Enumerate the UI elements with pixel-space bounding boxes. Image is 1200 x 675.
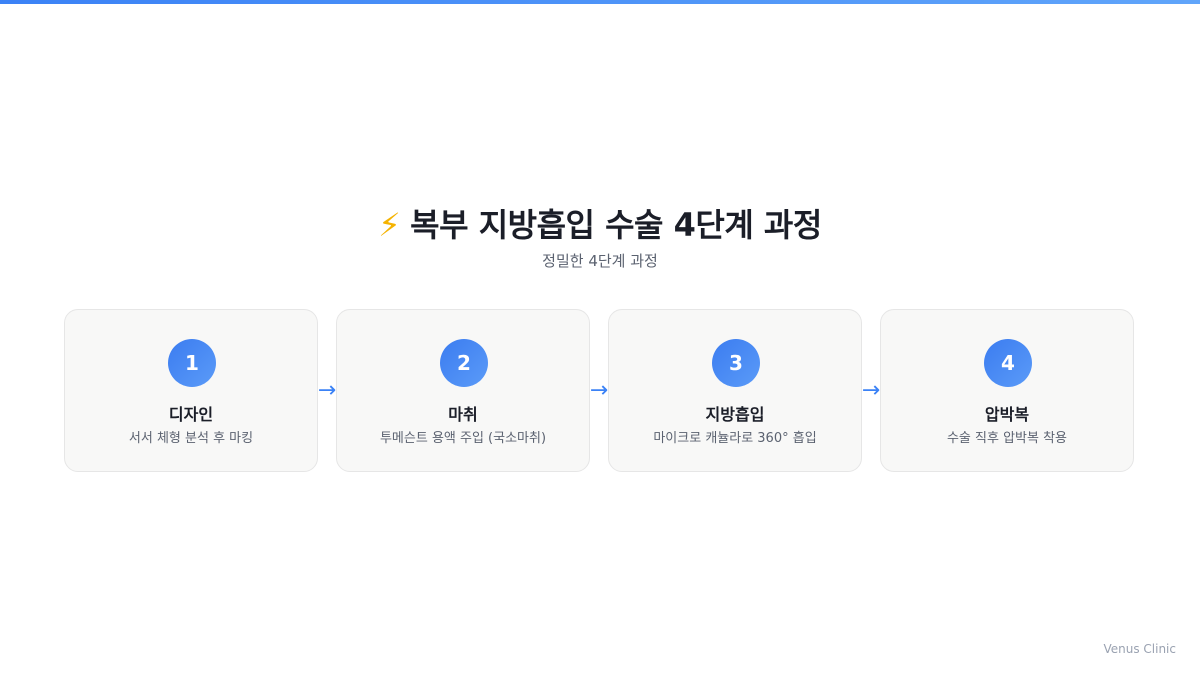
arrow-right-icon: →: [861, 378, 881, 403]
page-subtitle: 정밀한 4단계 과정: [542, 252, 658, 270]
footer-brand: Venus Clinic: [1103, 642, 1176, 656]
step-description: 서서 체형 분석 후 마킹: [128, 431, 254, 446]
top-accent-bar: [0, 0, 1200, 4]
step-description: 수술 직후 압박복 착용: [946, 431, 1068, 446]
step-title: 지방흡입: [705, 405, 765, 424]
step-description: 마이크로 캐뉼라로 360° 흡입: [653, 431, 817, 446]
arrow-right-icon: →: [317, 378, 337, 403]
step-card-anesthesia: 2 마취 투메슨트 용액 주입 (국소마취): [336, 309, 590, 472]
process-steps: 1 디자인 서서 체형 분석 후 마킹 → 2 마취 투메슨트 용액 주입 (국…: [64, 309, 1136, 473]
step-title: 압박복: [984, 405, 1030, 424]
step-card-design: 1 디자인 서서 체형 분석 후 마킹: [64, 309, 318, 472]
step-title: 마취: [448, 405, 478, 424]
step-number-badge: 3: [712, 339, 760, 387]
page-title: ⚡복부 지방흡입 수술 4단계 과정: [0, 200, 1200, 246]
arrow-right-icon: →: [589, 378, 609, 403]
step-card-liposuction: 3 지방흡입 마이크로 캐뉼라로 360° 흡입: [608, 309, 862, 472]
page-title-text: 복부 지방흡입 수술 4단계 과정: [410, 206, 822, 244]
lightning-icon: ⚡: [378, 206, 401, 244]
step-description: 투메슨트 용액 주입 (국소마취): [379, 431, 547, 446]
step-title: 디자인: [168, 405, 214, 424]
step-number-badge: 2: [440, 339, 488, 387]
step-card-compression-garment: 4 압박복 수술 직후 압박복 착용: [880, 309, 1134, 472]
step-number-badge: 4: [984, 339, 1032, 387]
step-number-badge: 1: [168, 339, 216, 387]
